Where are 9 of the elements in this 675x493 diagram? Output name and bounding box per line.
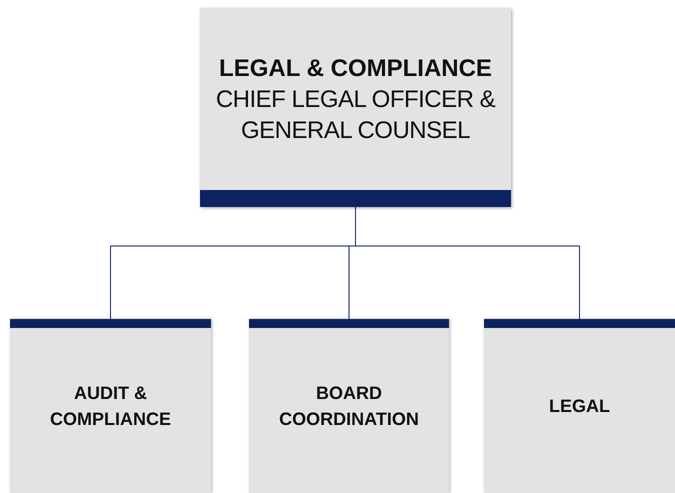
role-title: CHIEF LEGAL OFFICER & GENERAL COUNSEL xyxy=(214,84,496,146)
department-title: LEGAL xyxy=(549,394,610,418)
department-head-box xyxy=(200,8,511,207)
department-box xyxy=(10,319,211,493)
department-title: LEGAL & COMPLIANCE xyxy=(219,54,492,84)
department-box xyxy=(249,319,449,493)
department-box xyxy=(484,319,675,493)
department-title: BOARD COORDINATION xyxy=(278,382,420,430)
department-title: AUDIT & COMPLIANCE xyxy=(49,382,172,430)
